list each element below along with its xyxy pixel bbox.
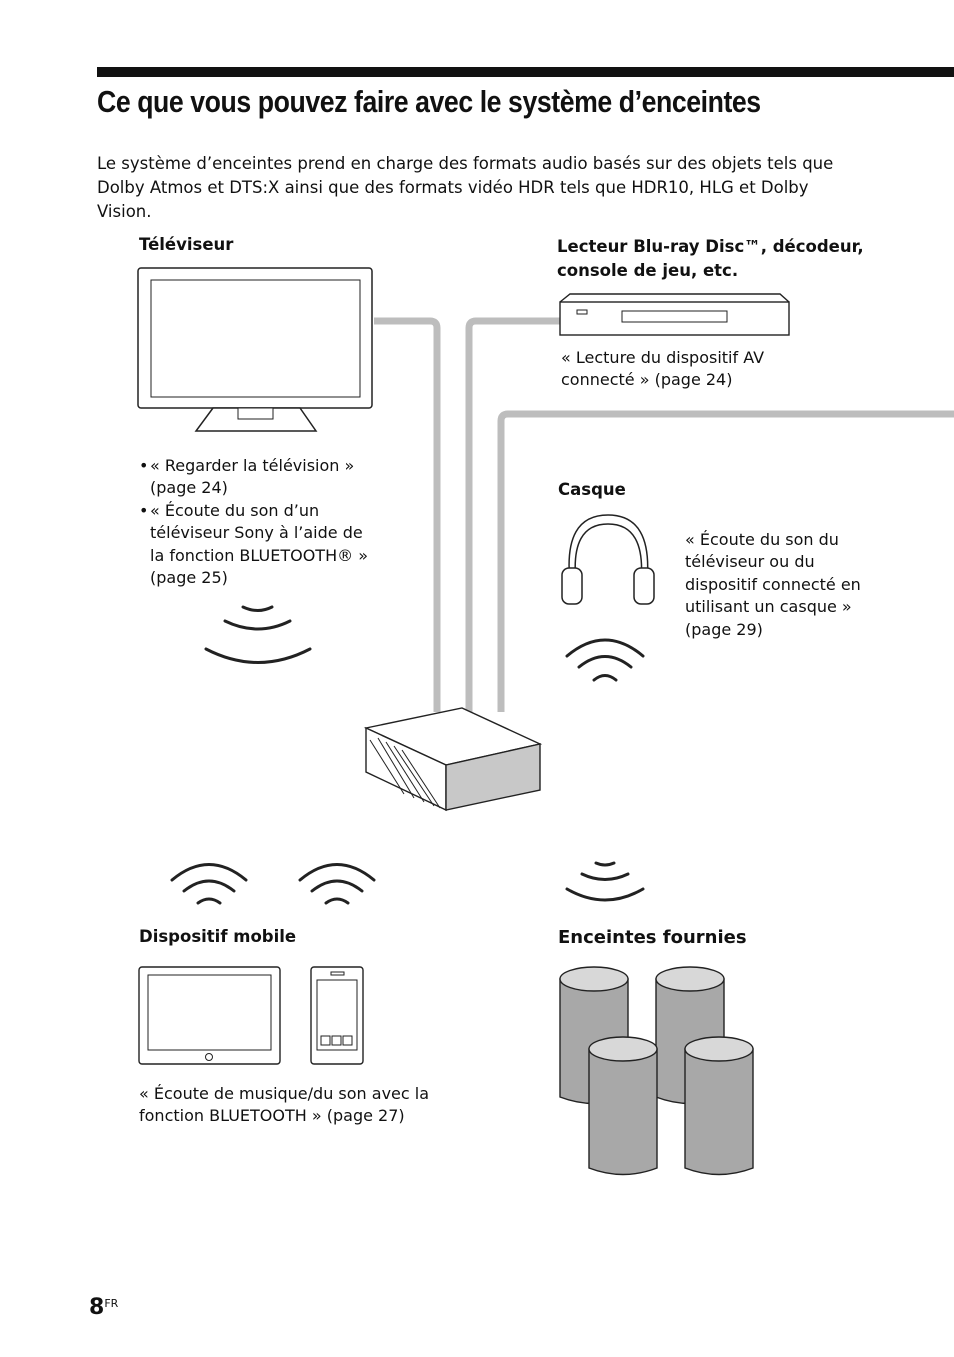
page-number-value: 8 — [89, 1295, 105, 1320]
speaker-front-right — [684, 1036, 754, 1176]
bluray-caption: « Lecture du dispositif AV connecté » (p… — [561, 348, 765, 390]
tv-feature-list: •« Regarder la télévision » (page 24) •«… — [139, 455, 379, 589]
mobile-wireless-icon-1 — [170, 863, 248, 905]
headphones-icon — [561, 514, 655, 605]
bullet: • — [139, 456, 149, 475]
network-cable — [497, 410, 954, 712]
tv-wireless-icon — [204, 605, 312, 664]
headphones-wireless-icon — [565, 638, 645, 682]
page-number: 8FR — [89, 1295, 118, 1320]
headphones-label: Casque — [558, 480, 626, 499]
tv-cable — [374, 317, 441, 712]
title-rule — [97, 67, 954, 77]
mobile-wireless-icon-2 — [298, 863, 376, 905]
bluray-label-line2: console de jeu, etc. — [557, 261, 739, 280]
intro-paragraph: Le système d’enceintes prend en charge d… — [97, 154, 834, 221]
tv-feature-watch: « Regarder la télévision » (page 24) — [150, 456, 355, 498]
speakers-label: Enceintes fournies — [558, 927, 747, 948]
mobile-label: Dispositif mobile — [139, 927, 297, 946]
tv-feature-bluetooth: « Écoute du son d’un téléviseur Sony à l… — [150, 500, 368, 588]
tv-icon — [137, 267, 373, 432]
speakers-wireless-icon — [565, 861, 645, 902]
tablet-icon — [138, 966, 281, 1065]
tv-label: Téléviseur — [139, 235, 234, 254]
bullet: • — [139, 500, 149, 520]
list-item: •« Regarder la télévision » (page 24) — [139, 455, 379, 500]
mobile-caption: « Écoute de musique/du son avec la fonct… — [139, 1084, 430, 1126]
bluray-label: Lecteur Blu-ray Disc™, décodeur, console… — [557, 235, 864, 283]
bluray-cable — [465, 317, 560, 712]
main-unit-icon — [363, 707, 543, 812]
headphones-caption: « Écoute du son du téléviseur ou du disp… — [685, 530, 861, 639]
connection-cables — [374, 317, 954, 712]
page-title: Ce que vous pouvez faire avec le système… — [97, 84, 761, 119]
smartphone-icon — [310, 966, 364, 1065]
speaker-front-left — [588, 1036, 658, 1176]
page-lang-code: FR — [104, 1297, 119, 1310]
bluray-player-icon — [559, 293, 790, 336]
speakers-icon — [559, 966, 754, 1176]
bluray-label-line1: Lecteur Blu-ray Disc™, décodeur, — [557, 237, 864, 256]
list-item: •« Écoute du son d’un téléviseur Sony à … — [139, 500, 379, 590]
